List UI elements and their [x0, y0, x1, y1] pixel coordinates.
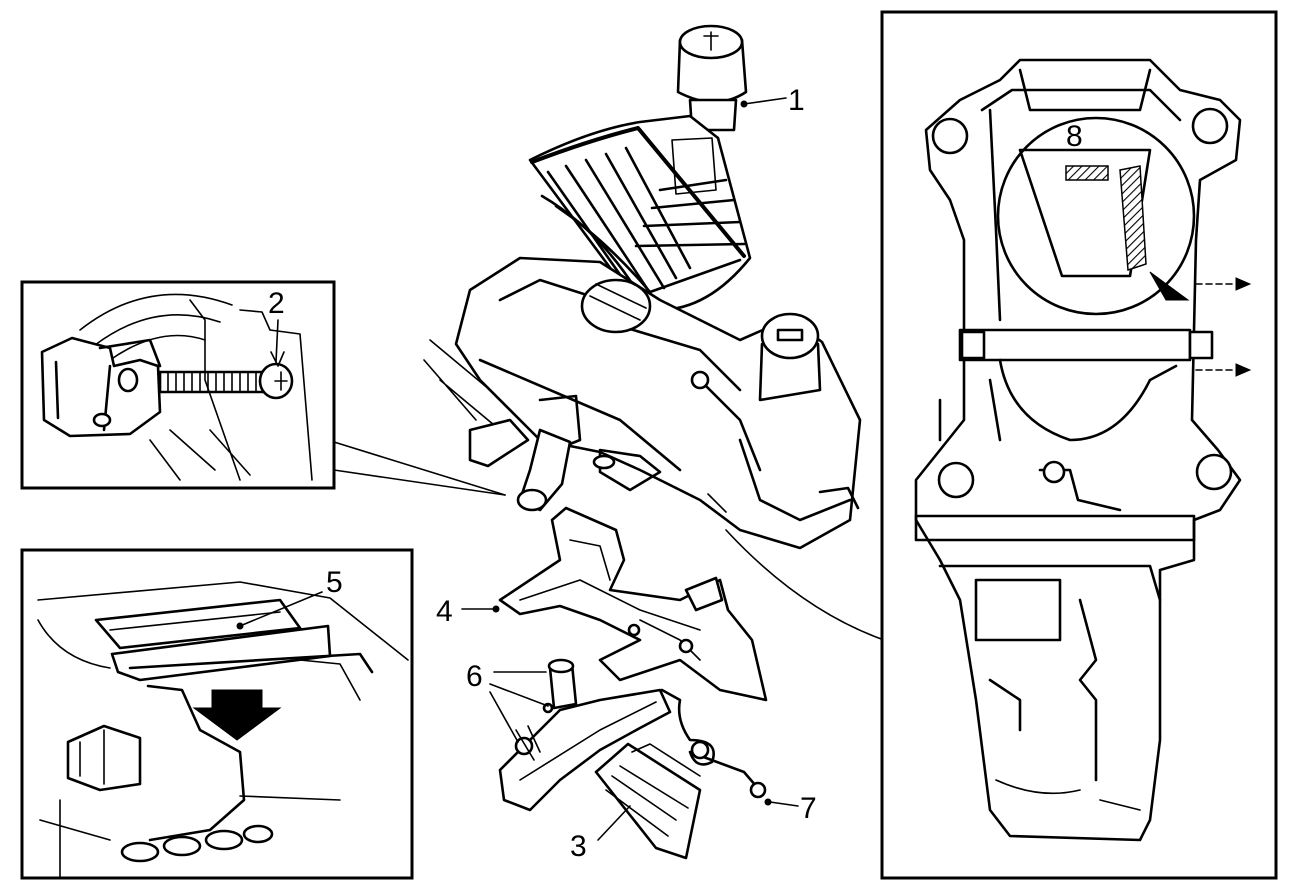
inset-leader-gate	[725, 529, 885, 641]
inset-leader-bolt	[333, 441, 506, 496]
callout-1: 1	[788, 84, 805, 117]
callout-3: 3	[570, 830, 587, 863]
callout-2: 2	[268, 287, 285, 320]
inset-bolt-detail	[20, 280, 336, 490]
callout-4: 4	[436, 595, 453, 628]
callout-7: 7	[800, 792, 817, 825]
shifter-assembly	[423, 24, 885, 860]
selector-plate-4	[498, 506, 768, 702]
callout-6: 6	[466, 660, 483, 693]
spring-7	[660, 688, 758, 788]
arrow-right-icon	[1235, 277, 1252, 291]
callout-8: 8	[1066, 120, 1083, 153]
shifter-housing	[454, 256, 862, 550]
inset-gate-detail	[880, 10, 1278, 880]
arrow-down-icon	[192, 689, 282, 741]
lever-plate	[498, 688, 672, 812]
inset-lever-removal	[20, 548, 414, 880]
callout-5: 5	[326, 566, 343, 599]
arrow-right-icon	[1235, 363, 1252, 377]
